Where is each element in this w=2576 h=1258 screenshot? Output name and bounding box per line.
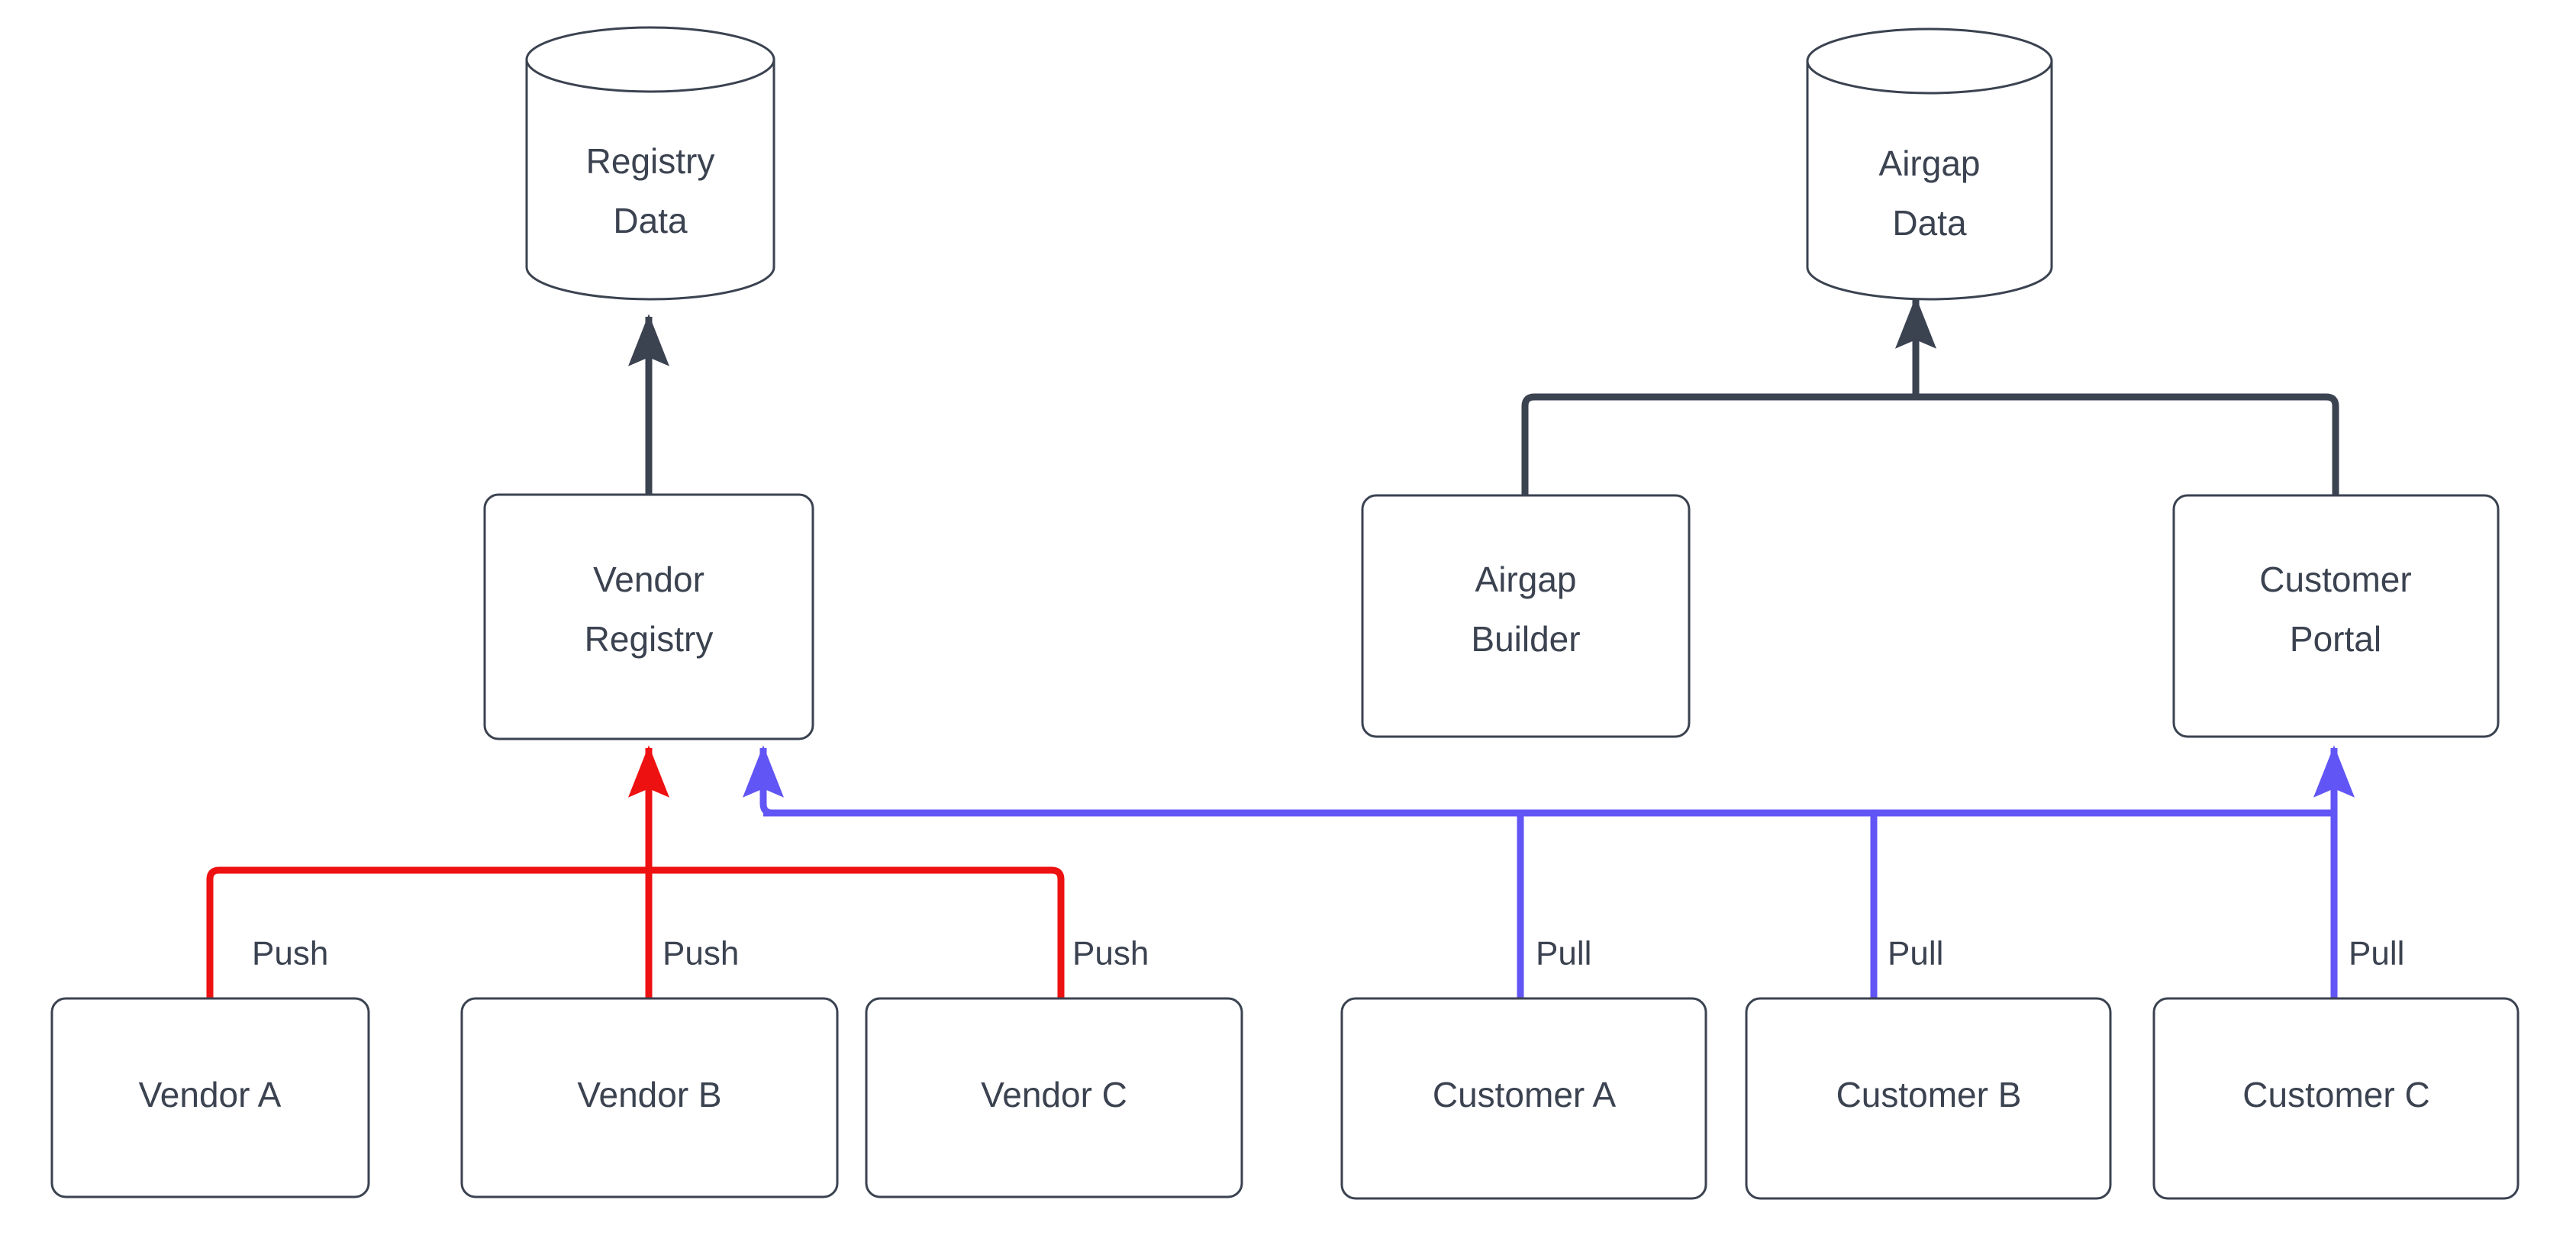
airgap-builder-label-line1: Airgap [1475,560,1577,599]
airgap-builder-label-line2: Builder [1471,619,1580,659]
vendor-b-box [460,997,839,1198]
customer-c-box [2152,997,2520,1200]
node-vendor-registry[interactable]: Vendor Registry [483,493,814,740]
customer-c-label: Customer C [2242,1075,2429,1114]
customer-b-label: Customer B [1836,1075,2022,1114]
edge-airgap-builder-to-bus [1521,393,1916,495]
customer-portal-label-line1: Customer [2259,560,2411,599]
vendor-a-label: Vendor A [139,1075,282,1114]
edge-vendor-c-push [649,866,1065,998]
edge-label-customer-c-pull: Pull [2349,935,2404,973]
registry-data-cylinder-body [525,58,775,301]
registry-data-label-line2: Data [613,201,688,240]
node-customer-portal[interactable]: Customer Portal [2172,494,2500,738]
customer-portal-label-line2: Portal [2290,619,2381,659]
vendor-c-box [865,997,1243,1198]
airgap-data-cylinder-top [1806,27,2053,95]
airgap-builder-box [1361,494,1691,738]
edge-customer-portal-to-bus [1916,393,2339,495]
node-customer-a[interactable]: Customer A [1340,997,1707,1200]
vendor-b-label: Vendor B [577,1075,721,1114]
node-airgap-data[interactable]: Airgap Data [1806,27,2053,301]
edge-label-vendor-b-push: Push [663,935,739,973]
edge-label-customer-a-pull: Pull [1536,935,1591,973]
registry-data-cylinder-top [525,26,775,93]
vendor-registry-label-line1: Vendor [593,560,704,599]
airgap-data-label-line2: Data [1892,203,1967,243]
edge-vendor-a-push [206,866,649,998]
edge-label-customer-b-pull: Pull [1888,935,1943,973]
vendor-registry-label-line2: Registry [585,619,714,659]
node-airgap-builder[interactable]: Airgap Builder [1361,494,1691,738]
vendor-registry-box [483,493,814,740]
customer-portal-box [2172,494,2500,738]
customer-b-box [1745,997,2112,1200]
registry-data-label-line1: Registry [586,141,715,181]
edge-label-vendor-a-push: Push [252,935,328,973]
airgap-data-cylinder-body [1806,60,2053,301]
vendor-a-box [50,997,370,1198]
node-vendor-c[interactable]: Vendor C [865,997,1243,1198]
node-vendor-b[interactable]: Vendor B [460,997,839,1198]
edge-pull-bus-to-vendor-registry [743,745,785,817]
node-vendor-a[interactable]: Vendor A [50,997,370,1198]
vendor-c-label: Vendor C [981,1075,1127,1114]
customer-a-box [1340,997,1707,1200]
airgap-data-label-line1: Airgap [1879,144,1981,183]
node-customer-b[interactable]: Customer B [1745,997,2112,1200]
customer-a-label: Customer A [1433,1075,1617,1114]
node-customer-c[interactable]: Customer C [2152,997,2520,1200]
node-registry-data[interactable]: Registry Data [525,26,775,301]
edge-label-vendor-c-push: Push [1072,935,1149,973]
